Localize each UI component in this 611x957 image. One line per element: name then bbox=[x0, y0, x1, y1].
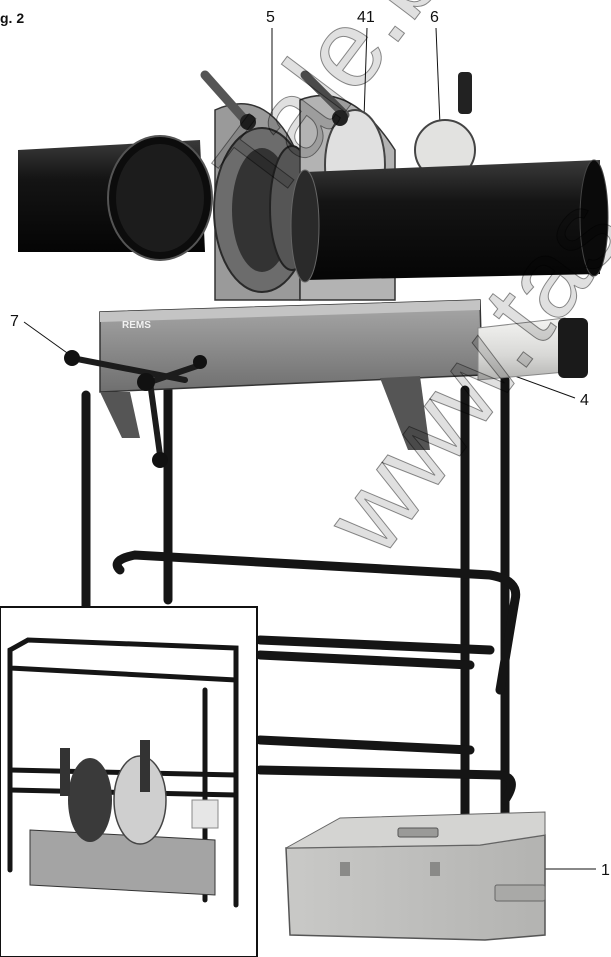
inset-machine bbox=[29, 740, 219, 896]
handwheel-knob bbox=[64, 350, 80, 366]
callout-1: 1 bbox=[601, 862, 610, 879]
toolbox bbox=[285, 811, 546, 941]
figure-label: g. 2 bbox=[0, 10, 25, 26]
pipe-right bbox=[290, 159, 609, 283]
hydraulic-cylinder bbox=[477, 317, 588, 381]
callout-6: 6 bbox=[430, 9, 439, 26]
callout-5: 5 bbox=[266, 9, 275, 26]
brand-logo: REMS bbox=[122, 320, 151, 331]
inset-stand bbox=[7, 637, 239, 908]
pipe-left bbox=[18, 135, 213, 261]
handwheel bbox=[69, 355, 203, 458]
callout-7: 7 bbox=[10, 313, 19, 330]
callout-4: 4 bbox=[580, 392, 589, 409]
callout-41: 41 bbox=[357, 9, 375, 26]
